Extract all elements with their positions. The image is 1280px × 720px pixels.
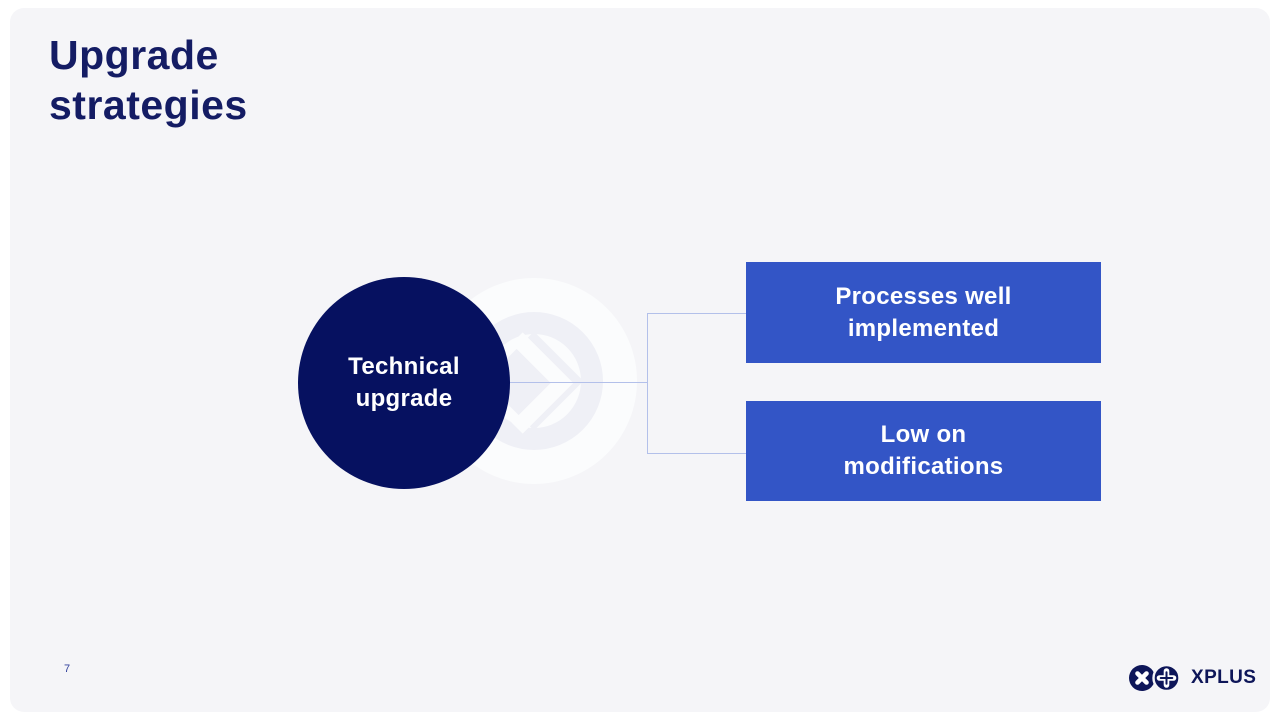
logo-text: XPLUS <box>1191 667 1257 688</box>
page-number: 7 <box>64 663 71 675</box>
target-node-label: Low on modifications <box>843 421 1004 480</box>
slide: Upgrade strategies Technical upgrade Pro… <box>10 8 1270 712</box>
target-node-modifications: Low on modifications <box>746 401 1101 501</box>
source-node-label: Technical upgrade <box>348 353 460 412</box>
target-node-label: Processes well implemented <box>835 282 1012 342</box>
slide-title: Upgrade strategies <box>49 32 248 129</box>
xplus-logo-mark <box>1129 664 1181 692</box>
target-node-processes: Processes well implemented <box>746 262 1101 363</box>
connector-bracket <box>647 313 747 454</box>
x-circle-icon <box>1129 665 1155 691</box>
plus-circle-icon <box>1152 664 1181 692</box>
connector-line <box>508 382 647 383</box>
source-node-technical-upgrade: Technical upgrade <box>298 277 510 489</box>
xplus-logo: XPLUS <box>1128 664 1256 692</box>
